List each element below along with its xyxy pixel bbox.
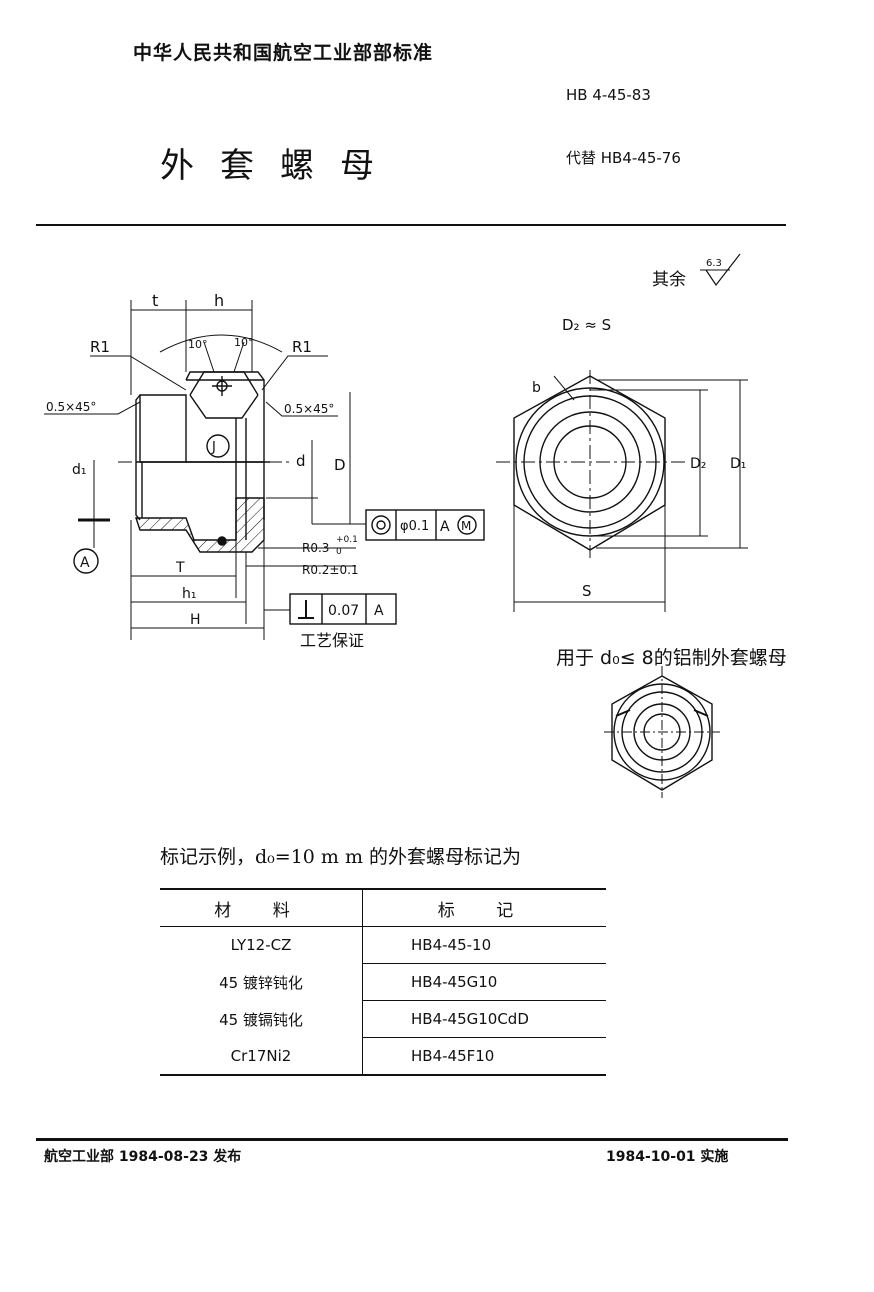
marking-cell: HB4-45F10	[362, 1037, 606, 1076]
dim-h1: h₁	[182, 586, 197, 602]
marking-cell: HB4-45G10CdD	[362, 1000, 606, 1038]
implementation-info: 1984-10-01 实施	[606, 1149, 729, 1165]
front-hex-view	[496, 253, 748, 612]
dim-d: d	[296, 452, 306, 470]
standard-code: HB 4-45-83	[566, 86, 651, 104]
perpendicularity-value: 0.07	[328, 603, 359, 619]
process-guaranteed: 工艺保证	[300, 631, 364, 650]
radius-right: R1	[292, 338, 312, 356]
radius-r03-upper-tol: +0.1	[336, 535, 358, 545]
aluminum-nut-view	[604, 666, 720, 798]
chamfer-left: 0.5×45°	[46, 400, 96, 414]
marker-j: J	[211, 440, 216, 455]
chamfer-right: 0.5×45°	[284, 402, 334, 416]
roughness-label: 其余	[652, 270, 686, 290]
publication-info: 航空工业部 1984-08-23 发布	[44, 1149, 242, 1165]
table-row: Cr17Ni2 HB4-45F10	[160, 1037, 606, 1076]
issuing-organization: 中华人民共和国航空工业部部标准	[133, 42, 434, 64]
replaces-standard: 代替 HB4-45-76	[566, 149, 681, 167]
technical-drawing: 其余 6.3 D₂ ≈ S t h R1 R1 10° 10° 0.5×45° …	[44, 253, 787, 798]
dim-h: h	[214, 291, 224, 310]
marking-cell: HB4-45G10	[362, 963, 606, 1001]
dim-D: D	[334, 456, 346, 474]
coaxiality-modifier: M	[461, 519, 471, 533]
dim-d1: d₁	[72, 462, 87, 478]
table-row: LY12-CZ HB4-45-10	[160, 926, 606, 964]
material-cell: Cr17Ni2	[160, 1037, 363, 1076]
perpendicularity-datum: A	[374, 603, 384, 619]
dim-b: b	[532, 380, 541, 396]
aluminum-note: 用于 d₀≤ 8的铝制外套螺母	[556, 647, 787, 669]
d2-approx-s: D₂ ≈ S	[562, 316, 611, 334]
marking-example-caption: 标记示例，d₀=10 m m 的外套螺母标记为	[160, 846, 522, 868]
marking-cell: HB4-45-10	[362, 926, 606, 964]
document-title: 外套螺母	[160, 146, 400, 186]
coaxiality-value: φ0.1	[400, 519, 429, 534]
radius-r03-lower-tol: 0	[336, 547, 342, 557]
dim-D2: D₂	[690, 456, 706, 472]
angle-right: 10°	[234, 336, 254, 349]
side-section-view	[44, 300, 485, 640]
dim-T: T	[175, 560, 185, 576]
table-header-row: 材 料 标 记	[160, 888, 606, 927]
coaxiality-datum: A	[440, 519, 450, 535]
header-rule	[36, 224, 786, 226]
material-cell: 45 镀镉钝化	[160, 1000, 363, 1038]
angle-left: 10°	[188, 338, 208, 351]
header-material: 材 料	[160, 888, 363, 927]
table-row: 45 镀镉钝化 HB4-45G10CdD	[160, 1000, 606, 1038]
radius-r03: R0.3	[302, 541, 329, 555]
roughness-value: 6.3	[706, 258, 722, 269]
dim-H: H	[190, 612, 201, 628]
radius-r02: R0.2±0.1	[302, 563, 359, 577]
datum-a: A	[80, 555, 90, 571]
material-cell: LY12-CZ	[160, 926, 363, 964]
header-marking: 标 记	[362, 888, 606, 927]
dim-t: t	[152, 291, 158, 310]
dim-D1: D₁	[730, 456, 746, 472]
marking-table: 材 料 标 记 LY12-CZ HB4-45-10 45 镀锌钝化 HB4-45…	[160, 888, 606, 1076]
table-row: 45 镀锌钝化 HB4-45G10	[160, 963, 606, 1001]
material-cell: 45 镀锌钝化	[160, 963, 363, 1001]
footer-rule	[36, 1138, 788, 1141]
radius-left: R1	[90, 338, 110, 356]
dim-S: S	[582, 582, 592, 600]
